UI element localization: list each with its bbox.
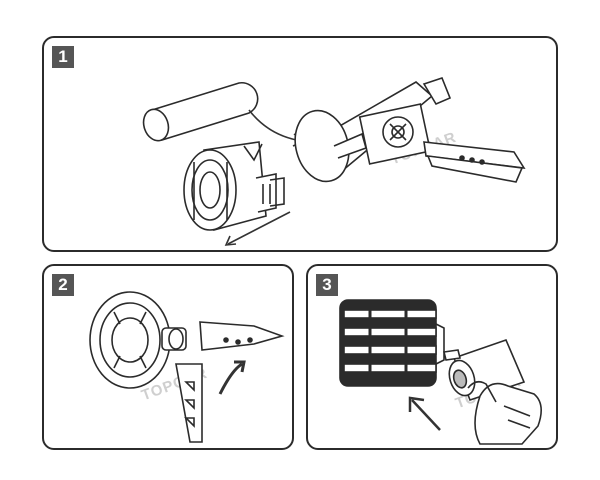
step-3-illustration [339,299,542,445]
air-vent [339,299,445,387]
step-1-illustration [142,77,526,246]
step-3-badge: 3 [316,274,338,296]
step-1-panel: 1 TOPCAR [42,36,558,252]
insert-arrow [248,109,303,142]
step-3-panel: 3 TOPCAR [306,264,558,450]
clip-bottom [175,363,203,443]
step-2-panel: 2 TOPCAR [42,264,294,450]
cap-piece [183,141,285,232]
scent-stick [142,81,259,142]
clip-top [199,321,285,351]
round-cap [89,291,187,389]
attach-arrow [411,399,441,431]
step-2-badge: 2 [52,274,74,296]
clip-tongs [423,141,526,183]
rotate-arrow [218,362,243,395]
vent-clip-housing [294,77,452,183]
hand [467,380,542,445]
step-1-badge: 1 [52,46,74,68]
pull-arrow [227,211,291,245]
step-2-illustration [89,291,285,443]
